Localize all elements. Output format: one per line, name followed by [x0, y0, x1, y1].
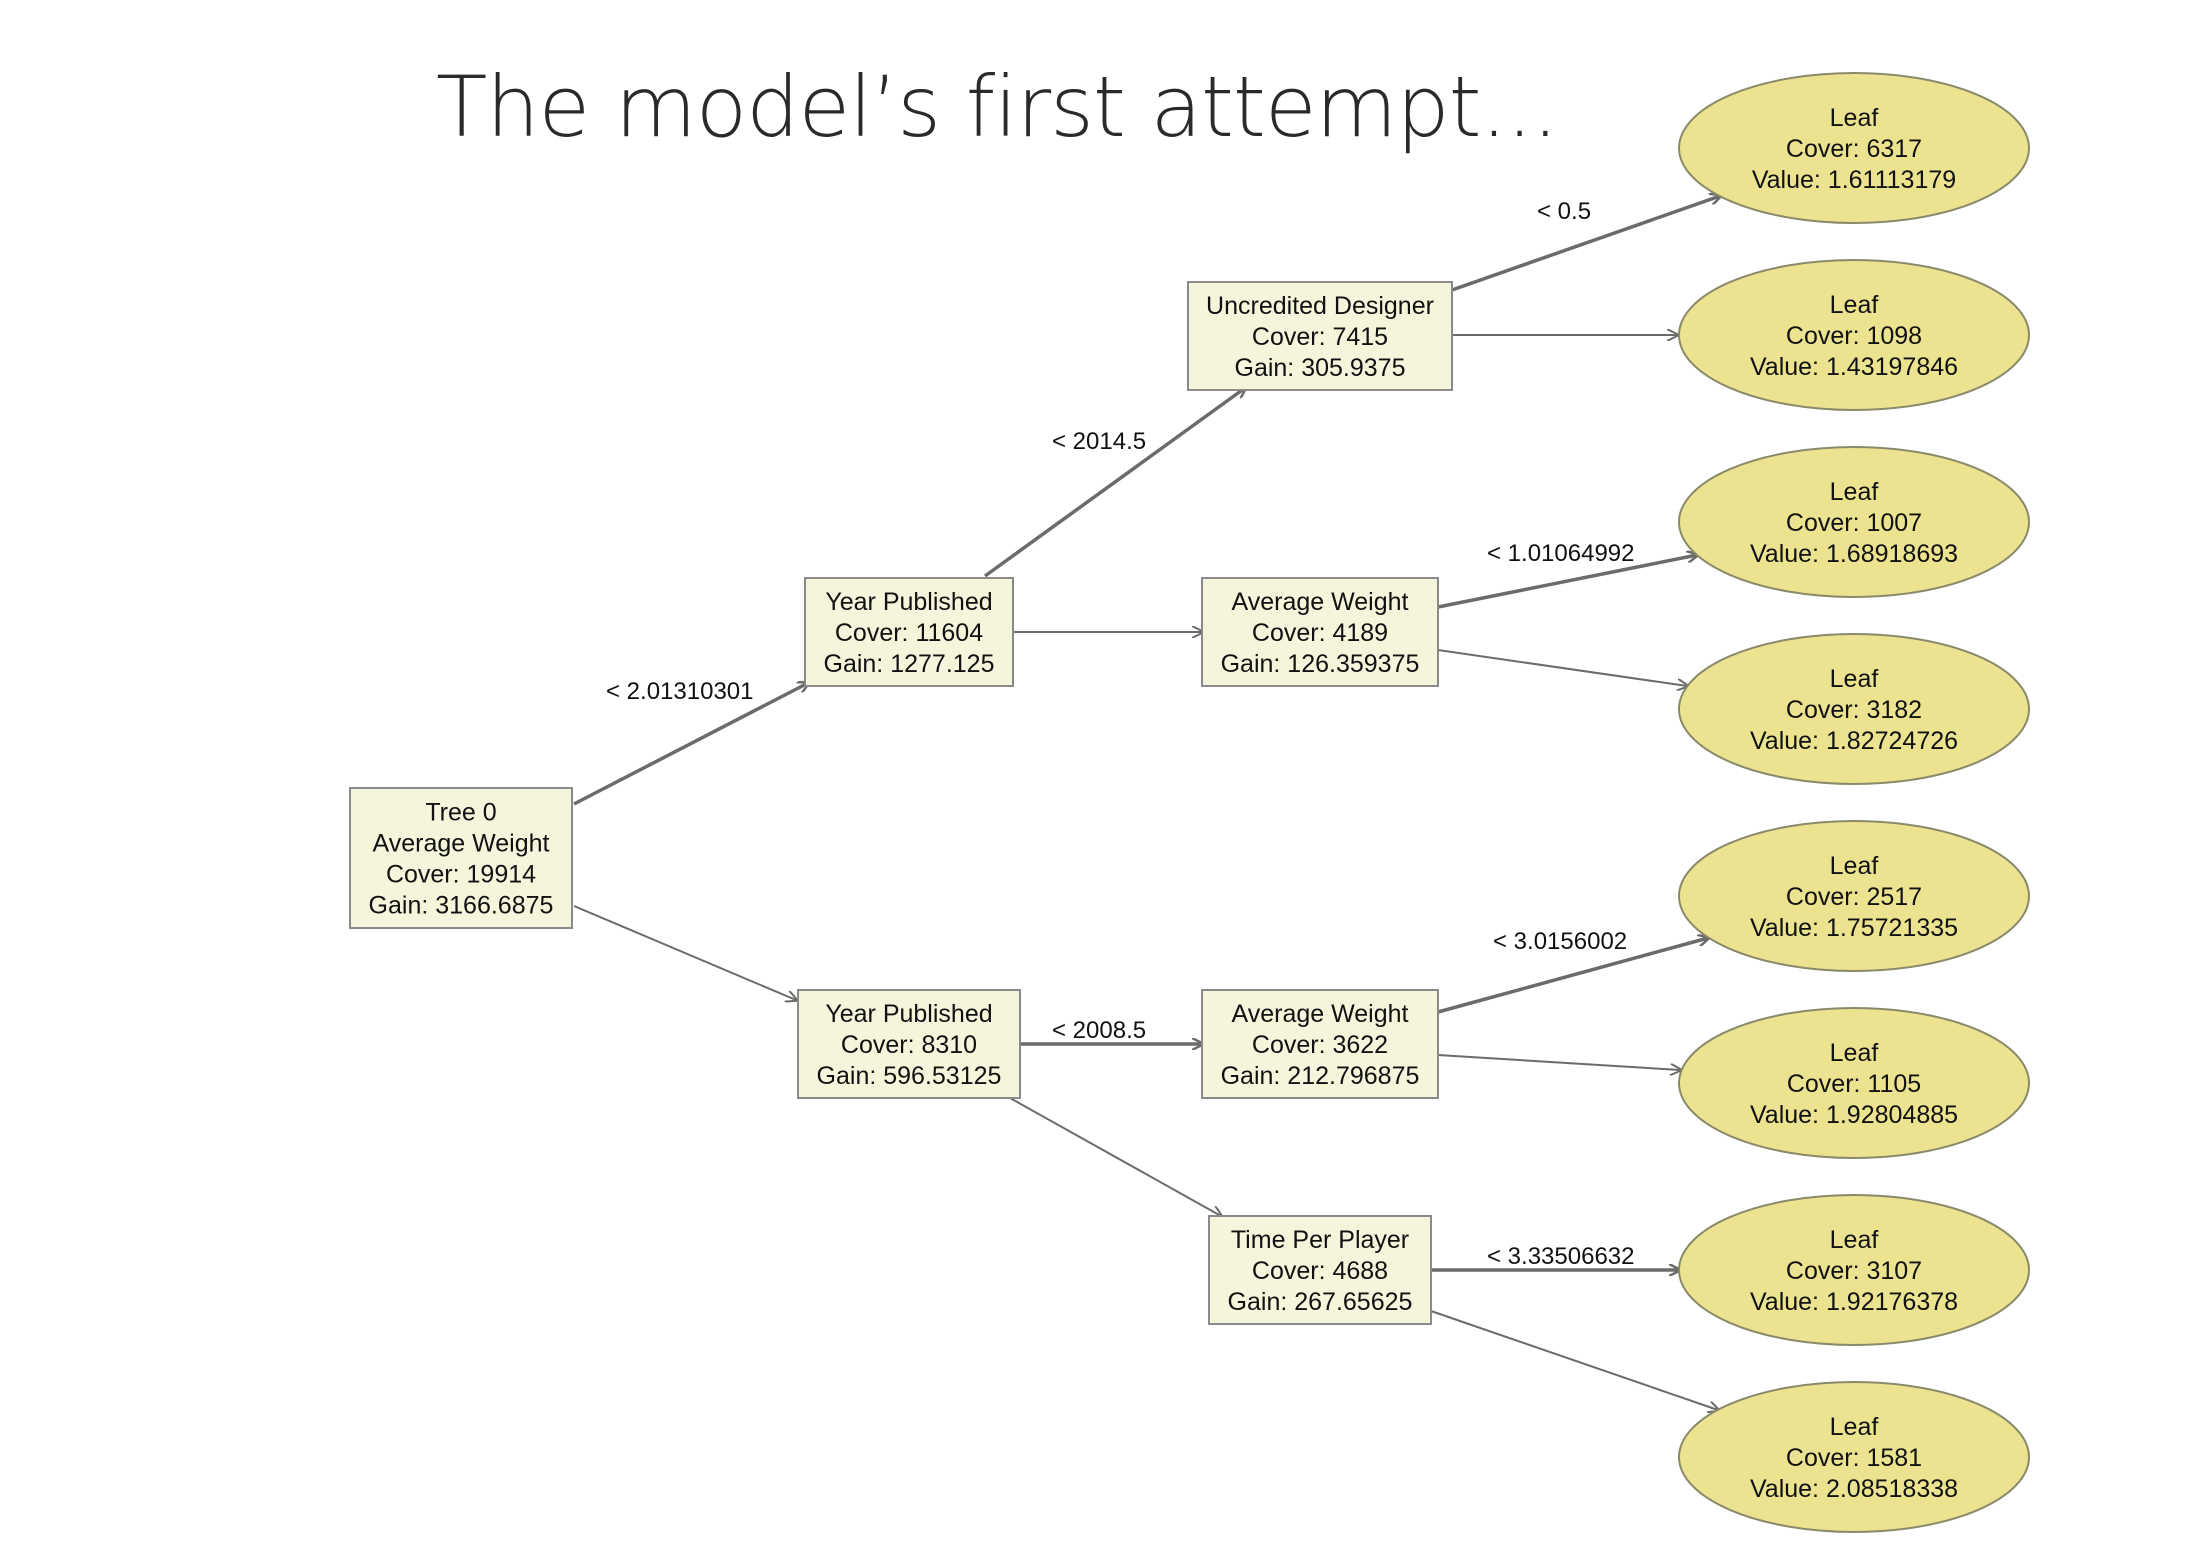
- node-text-line: Cover: 3107: [1786, 1257, 1922, 1285]
- node-text-line: Cover: 3182: [1786, 696, 1922, 724]
- node-text-line: Cover: 2517: [1786, 883, 1922, 911]
- node-text-line: Value: 2.08518338: [1750, 1475, 1958, 1503]
- node-text-line: Leaf: [1830, 665, 1879, 693]
- node-text-line: Leaf: [1830, 1039, 1879, 1067]
- edge-aw2-to-l5: [1437, 938, 1708, 1014]
- edge-aw2-to-l6: [1437, 1054, 1680, 1070]
- edge-labels-layer: < 2.01310301 < 2014.5 < 2008.5 < 0.5 < 1.010…: [606, 198, 1634, 1270]
- node-text-line: Value: 1.75721335: [1750, 914, 1958, 942]
- split-box: [804, 577, 1014, 687]
- node-text-line: Cover: 3622: [1252, 1031, 1388, 1059]
- leaf-ellipse: [1678, 259, 2030, 411]
- node-text-line: Average Weight: [1232, 588, 1409, 616]
- node-text-line: Cover: 4189: [1252, 619, 1388, 647]
- node-text-line: Average Weight: [1232, 1000, 1409, 1028]
- node-text-line: Cover: 1581: [1786, 1444, 1922, 1472]
- node-text-line: Leaf: [1830, 478, 1879, 506]
- node-text-line: Cover: 1105: [1787, 1070, 1921, 1098]
- node-text-line: Gain: 267.65625: [1228, 1288, 1413, 1316]
- edge-label-yp1-to-ud: < 2014.5: [1052, 428, 1146, 455]
- split-box: [1208, 1215, 1432, 1325]
- edge-ud-to-l1: [1451, 196, 1720, 292]
- node-text-line: Gain: 596.53125: [817, 1062, 1002, 1090]
- edge-label-ud-to-l1: < 0.5: [1537, 198, 1591, 225]
- node-text-line: Value: 1.82724726: [1750, 727, 1958, 755]
- node-text-line: Year Published: [825, 1000, 992, 1028]
- split-box: [1187, 281, 1453, 391]
- slide-title: The model’s first attempt...: [436, 58, 1559, 156]
- node-text-line: Average Weight: [373, 830, 550, 858]
- split-box: [1201, 989, 1439, 1099]
- node-text-line: Leaf: [1830, 291, 1879, 319]
- node-text-line: Gain: 305.9375: [1235, 354, 1406, 382]
- edge-label-root-to-yp1: < 2.01310301: [606, 678, 753, 705]
- node-text-line: Cover: 7415: [1252, 323, 1388, 351]
- split-box: [349, 787, 573, 929]
- edge-label-aw1-to-l3: < 1.01064992: [1487, 540, 1634, 567]
- leaf-ellipse: [1678, 72, 2030, 224]
- node-text-line: Cover: 4688: [1252, 1257, 1388, 1285]
- node-text-line: Year Published: [825, 588, 992, 616]
- node-text-line: Value: 1.92176378: [1750, 1288, 1958, 1316]
- edge-label-tpp-to-l7: < 3.33506632: [1487, 1243, 1634, 1270]
- node-text-line: Gain: 1277.125: [824, 650, 995, 678]
- split-box: [1201, 577, 1439, 687]
- node-text-line: Value: 1.43197846: [1750, 353, 1958, 381]
- node-text-line: Cover: 8310: [841, 1031, 977, 1059]
- node-text-line: Leaf: [1830, 1226, 1879, 1254]
- node-text-line: Tree 0: [425, 799, 496, 827]
- leaf-ellipse: [1678, 1007, 2030, 1159]
- leaf-ellipse: [1678, 446, 2030, 598]
- leaf-ellipse: [1678, 820, 2030, 972]
- node-text-line: Uncredited Designer: [1206, 292, 1434, 320]
- edges-layer: [573, 196, 1720, 1410]
- node-text-line: Cover: 11604: [835, 619, 983, 647]
- node-text-line: Value: 1.92804885: [1750, 1101, 1958, 1129]
- node-text-line: Cover: 6317: [1786, 135, 1922, 163]
- edge-yp2-to-tpp: [1009, 1097, 1221, 1216]
- node-text-line: Cover: 1098: [1786, 322, 1922, 350]
- edge-tpp-to-l8: [1430, 1310, 1718, 1410]
- node-text-line: Gain: 3166.6875: [369, 892, 554, 920]
- node-text-line: Gain: 126.359375: [1221, 650, 1420, 678]
- edge-aw1-to-l4: [1437, 649, 1687, 686]
- node-text-line: Leaf: [1830, 104, 1879, 132]
- leaf-ellipse: [1678, 1381, 2030, 1533]
- edge-aw1-to-l3: [1437, 555, 1697, 609]
- edge-label-yp2-to-aw2: < 2008.5: [1052, 1017, 1146, 1044]
- node-text-line: Gain: 212.796875: [1221, 1062, 1420, 1090]
- node-text-line: Cover: 19914: [386, 861, 536, 889]
- edge-root-to-yp2: [573, 905, 796, 1000]
- leaf-ellipse: [1678, 1194, 2030, 1346]
- node-text-line: Leaf: [1830, 852, 1879, 880]
- edge-label-aw2-to-l5: < 3.0156002: [1493, 928, 1627, 955]
- node-text-line: Value: 1.61113179: [1752, 166, 1956, 194]
- node-text-line: Time Per Player: [1231, 1226, 1409, 1254]
- edge-root-to-yp1: [573, 683, 808, 806]
- edge-yp1-to-ud: [983, 388, 1245, 578]
- node-text-line: Cover: 1007: [1786, 509, 1922, 537]
- node-text-line: Value: 1.68918693: [1750, 540, 1958, 568]
- node-text-line: Leaf: [1830, 1413, 1879, 1441]
- split-box: [797, 989, 1021, 1099]
- leaf-ellipse: [1678, 633, 2030, 785]
